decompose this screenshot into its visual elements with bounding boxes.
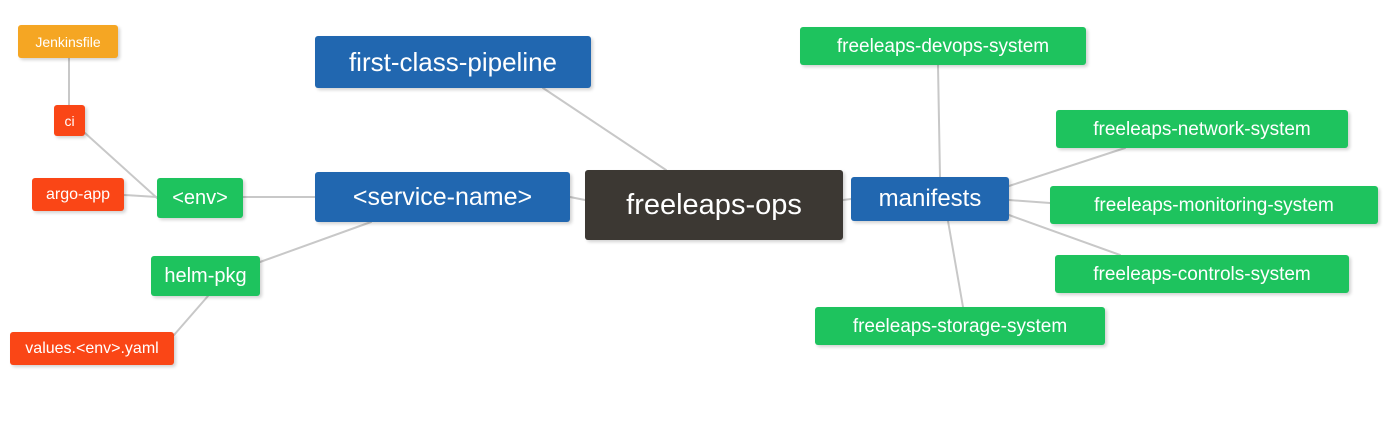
node-jenkinsfile[interactable]: Jenkinsfile: [18, 25, 118, 58]
node-argo[interactable]: argo-app: [32, 178, 124, 211]
node-env[interactable]: <env>: [157, 178, 243, 218]
edge-manifests-to-monitoring: [1008, 199, 1051, 204]
node-pipeline[interactable]: first-class-pipeline: [315, 36, 591, 88]
node-root[interactable]: freeleaps-ops: [585, 170, 843, 240]
node-ci[interactable]: ci: [54, 105, 85, 136]
edge-helm-to-service: [259, 221, 372, 263]
node-storage[interactable]: freeleaps-storage-system: [815, 307, 1105, 345]
edge-argo-to-env: [123, 194, 158, 198]
node-monitoring[interactable]: freeleaps-monitoring-system: [1050, 186, 1378, 224]
edge-pipeline-to-root: [542, 87, 667, 171]
node-controls[interactable]: freeleaps-controls-system: [1055, 255, 1349, 293]
edge-root-to-manifests: [842, 198, 852, 201]
node-helm[interactable]: helm-pkg: [151, 256, 260, 296]
node-network[interactable]: freeleaps-network-system: [1056, 110, 1348, 148]
edge-manifests-to-network: [1008, 147, 1126, 187]
edge-values-to-helm: [173, 295, 209, 336]
node-manifests[interactable]: manifests: [851, 177, 1009, 221]
edge-manifests-to-devops: [937, 64, 941, 178]
edge-service-to-root: [569, 196, 586, 201]
node-values[interactable]: values.<env>.yaml: [10, 332, 174, 365]
edge-manifests-to-storage: [947, 220, 964, 308]
node-service[interactable]: <service-name>: [315, 172, 570, 222]
node-devops[interactable]: freeleaps-devops-system: [800, 27, 1086, 65]
